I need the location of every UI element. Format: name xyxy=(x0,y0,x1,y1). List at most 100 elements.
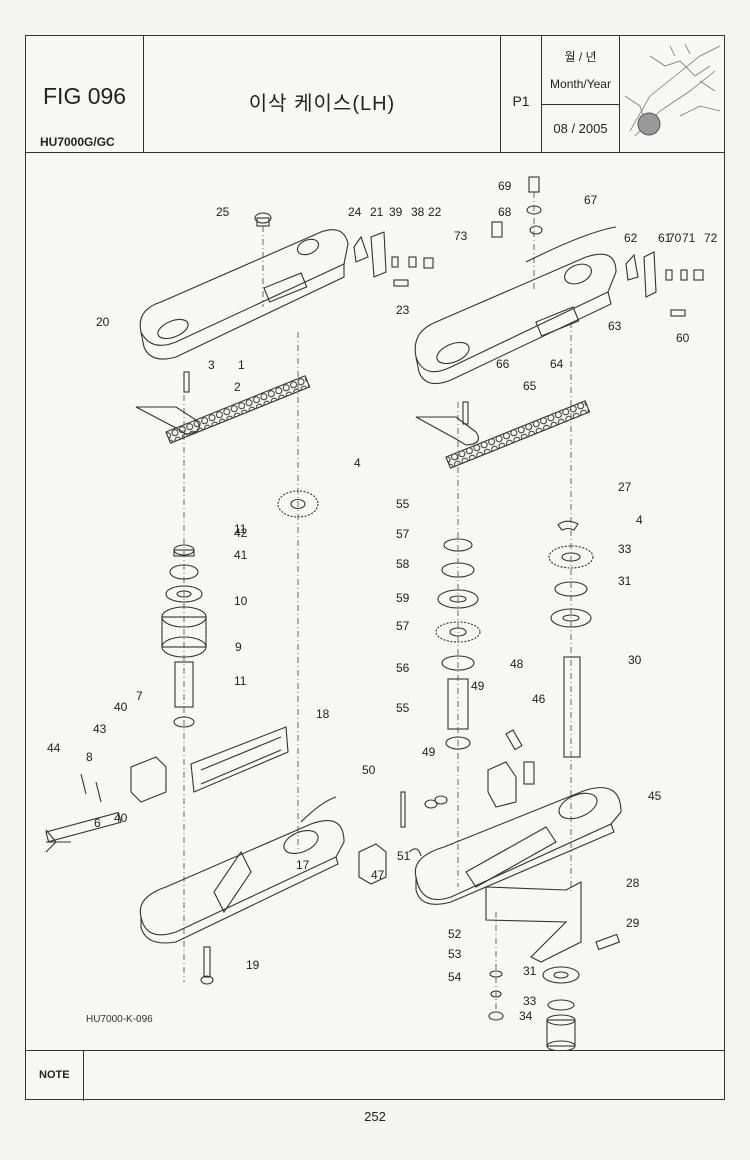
date-cell: 월 / 년 Month/Year 08 / 2005 xyxy=(542,36,620,152)
callout-72: 72 xyxy=(704,231,718,245)
callout-45: 45 xyxy=(648,789,662,803)
callout-18: 18 xyxy=(316,707,330,721)
month-year-en: Month/Year xyxy=(550,77,611,91)
note-row: NOTE xyxy=(26,1050,724,1101)
callout-40: 40 xyxy=(114,811,128,825)
callout-31: 31 xyxy=(618,574,632,588)
callout-30: 30 xyxy=(628,653,642,667)
callout-44: 44 xyxy=(47,741,61,755)
callout-51: 51 xyxy=(397,849,411,863)
callout-55: 55 xyxy=(396,701,410,715)
callout-11: 11 xyxy=(234,522,247,536)
callout-52: 52 xyxy=(448,927,462,941)
callout-10: 10 xyxy=(234,594,248,608)
callout-38: 38 xyxy=(411,205,425,219)
drawing-code: HU7000-K-096 xyxy=(86,1014,153,1025)
callout-49: 49 xyxy=(471,679,485,693)
fig-cell: FIG 096 HU7000G/GC xyxy=(26,36,144,152)
callout-19: 19 xyxy=(246,958,260,972)
callout-54: 54 xyxy=(448,970,462,984)
date-value: 08 / 2005 xyxy=(553,121,608,136)
callout-28: 28 xyxy=(626,876,640,890)
callout-3: 3 xyxy=(208,358,215,372)
callout-34: 34 xyxy=(519,1009,533,1023)
callout-22: 22 xyxy=(428,205,442,219)
note-label: NOTE xyxy=(39,1069,70,1081)
callout-73: 73 xyxy=(454,229,468,243)
lower-case-left xyxy=(139,820,345,936)
callout-63: 63 xyxy=(608,319,622,333)
page-label: P1 xyxy=(512,93,530,109)
callout-50: 50 xyxy=(362,763,376,777)
callout-47: 47 xyxy=(371,868,385,882)
callout-55: 55 xyxy=(396,497,410,511)
callout-7: 7 xyxy=(136,689,143,703)
callout-71: 71 xyxy=(682,231,696,245)
figure-number: FIG 096 xyxy=(43,83,127,109)
callout-70: 70 xyxy=(668,231,682,245)
callout-53: 53 xyxy=(448,947,462,961)
callout-4: 4 xyxy=(354,456,361,470)
exploded-parts-diagram: 1234678910111117181920212223242527282930… xyxy=(45,176,718,1050)
callout-61: 61 xyxy=(658,231,672,245)
callout-9: 9 xyxy=(235,640,242,654)
callout-6: 6 xyxy=(94,816,101,830)
callout-41: 41 xyxy=(234,548,248,562)
upper-cover-left xyxy=(139,229,349,346)
callout-21: 21 xyxy=(370,205,384,219)
callout-49: 49 xyxy=(422,745,436,759)
callout-69: 69 xyxy=(498,179,512,193)
callout-2: 2 xyxy=(234,380,241,394)
callout-29: 29 xyxy=(626,916,640,930)
callout-1: 1 xyxy=(238,358,245,372)
callout-42: 42 xyxy=(234,526,248,540)
callout-11: 11 xyxy=(234,674,247,688)
upper-cover-right xyxy=(414,253,617,373)
location-thumbnail-cell xyxy=(620,36,726,152)
callout-33: 33 xyxy=(618,542,632,556)
callout-43: 43 xyxy=(93,722,107,736)
note-label-cell: NOTE xyxy=(26,1051,84,1101)
title-block: FIG 096 HU7000G/GC 이삭 케이스(LH) P1 월 / 년 M… xyxy=(26,36,724,153)
callout-48: 48 xyxy=(510,657,524,671)
callout-31: 31 xyxy=(523,964,537,978)
model-code: HU7000G/GC xyxy=(40,135,115,149)
page-number: 252 xyxy=(364,1109,386,1124)
callout-46: 46 xyxy=(532,692,546,706)
callout-24: 24 xyxy=(348,205,362,219)
chain-left xyxy=(165,375,311,444)
callout-40: 40 xyxy=(114,700,128,714)
callout-68: 68 xyxy=(498,205,512,219)
page-cell: P1 xyxy=(501,36,542,152)
sprocket-right xyxy=(548,545,594,569)
chain-right xyxy=(445,400,591,469)
callout-23: 23 xyxy=(396,303,410,317)
shaft-30 xyxy=(563,656,581,758)
parts-sheet: FIG 096 HU7000G/GC 이삭 케이스(LH) P1 월 / 년 M… xyxy=(25,35,725,1101)
callout-25: 25 xyxy=(216,205,230,219)
callout-8: 8 xyxy=(86,750,93,764)
callout-33: 33 xyxy=(523,994,537,1008)
callout-62: 62 xyxy=(624,231,638,245)
callout-56: 56 xyxy=(396,661,410,675)
callout-67: 67 xyxy=(584,193,598,207)
callout-39: 39 xyxy=(389,205,403,219)
callout-57: 57 xyxy=(396,527,410,541)
location-thumbnail xyxy=(624,43,721,137)
callout-4: 4 xyxy=(636,513,643,527)
callout-65: 65 xyxy=(523,379,537,393)
month-year-ko: 월 / 년 xyxy=(564,50,597,64)
lower-case-right xyxy=(414,787,622,901)
page-title: 이삭 케이스(LH) xyxy=(248,93,396,115)
callout-64: 64 xyxy=(550,357,564,371)
callout-57: 57 xyxy=(396,619,410,633)
guide-rail xyxy=(190,726,289,793)
title-cell: 이삭 케이스(LH) xyxy=(144,36,501,152)
callout-59: 59 xyxy=(396,591,410,605)
callout-27: 27 xyxy=(618,480,632,494)
callout-58: 58 xyxy=(396,557,410,571)
callout-17: 17 xyxy=(296,858,310,872)
callout-60: 60 xyxy=(676,331,690,345)
callout-66: 66 xyxy=(496,357,510,371)
